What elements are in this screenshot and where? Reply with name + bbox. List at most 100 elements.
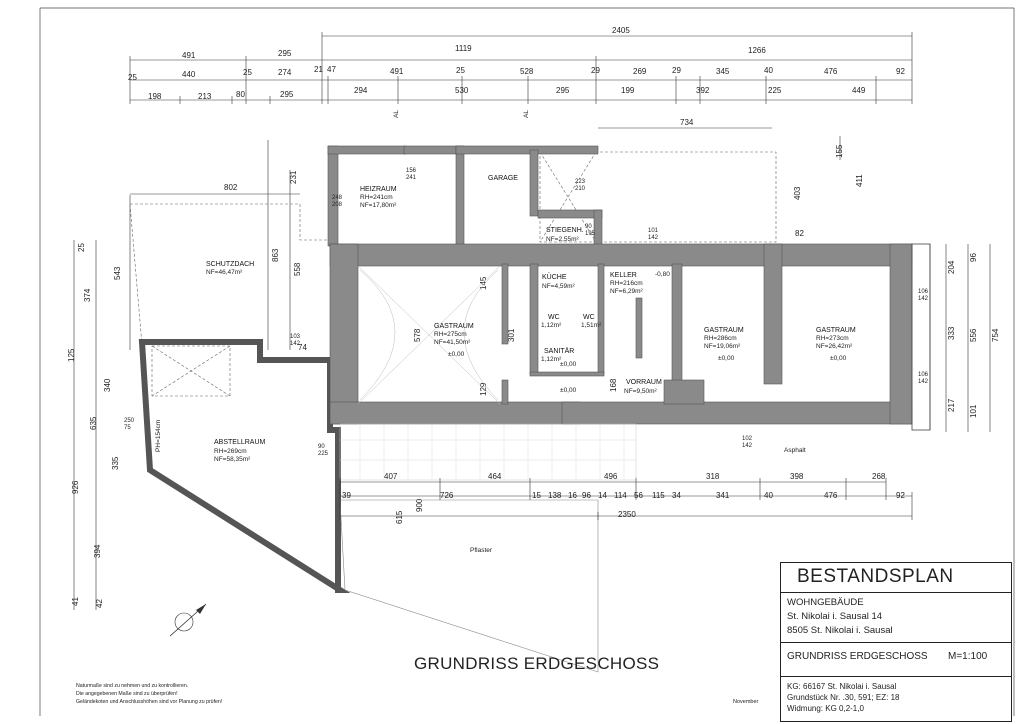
dim-476a: 476 [824, 67, 838, 76]
dim-125: 125 [67, 348, 76, 362]
dim-74: 74 [298, 343, 307, 352]
keller-level: -0,80 [655, 271, 670, 278]
dim-25b: 25 [243, 68, 252, 77]
dim-407: 407 [384, 472, 398, 481]
dim-115: 115 [652, 491, 665, 500]
dim-198: 198 [148, 92, 162, 101]
heizraum-rh: RH=241cm [360, 194, 393, 201]
terrace-area [339, 423, 637, 673]
gastraum1-name: GASTRAUM [434, 323, 474, 330]
dim-168: 168 [609, 378, 618, 392]
dim-14: 14 [598, 491, 607, 500]
abstellraum-rh: RH=269cm [214, 448, 247, 455]
dim-335: 335 [111, 456, 120, 470]
garage-overhang [539, 151, 777, 243]
title-block-meta: KG: 66167 St. Nikolai i. Sausal Grundstü… [781, 677, 1011, 714]
bottom-dimension-chains: 407 464 496 318 398 268 39 726 15 138 16… [339, 472, 913, 520]
dim-295a: 295 [278, 49, 292, 58]
dim-2350: 2350 [618, 510, 636, 519]
footer-month: November [733, 699, 759, 705]
dim-392: 392 [696, 86, 710, 95]
dim-496: 496 [604, 472, 618, 481]
building-type: WOHNGEBÄUDE [787, 597, 864, 608]
dim-268: 268 [872, 472, 886, 481]
dim-294: 294 [354, 86, 368, 95]
wc2-name: WC [583, 314, 595, 321]
vorraum-name: VORRAUM [626, 379, 662, 386]
gastraum-ceiling-lines [357, 265, 501, 405]
gastraum1-level: ±0,00 [448, 351, 465, 358]
north-arrow-icon [169, 603, 207, 637]
dim-449: 449 [852, 86, 866, 95]
dim-138: 138 [548, 491, 562, 500]
dim-528: 528 [520, 67, 534, 76]
dim-398: 398 [790, 472, 804, 481]
dim-578: 578 [413, 328, 422, 342]
dim-96b: 96 [582, 491, 591, 500]
dim-114: 114 [614, 491, 627, 500]
dim-318: 318 [706, 472, 720, 481]
gastraum3-rh: RH=273cm [816, 335, 849, 342]
dim-543: 543 [113, 266, 122, 280]
dim-213: 213 [198, 92, 212, 101]
dim-556: 556 [969, 328, 978, 342]
dim-900: 900 [415, 498, 424, 512]
dim-1266: 1266 [748, 46, 766, 55]
drawing-title: GRUNDRISS ERDGESCHOSS [414, 654, 660, 673]
schutzdach-area [129, 203, 330, 346]
gastraum2-level: ±0,00 [718, 355, 735, 362]
dim-25a: 25 [128, 73, 137, 82]
dim-92b: 92 [896, 491, 905, 500]
dim-926: 926 [71, 480, 80, 494]
schutzdach-name: SCHUTZDACH [206, 261, 254, 268]
schutzdach-nf: NF=46,47m² [206, 269, 243, 276]
keller-name: KELLER [610, 272, 637, 279]
gastraum1-nf: NF=41,50m² [434, 339, 471, 346]
house-walls [327, 145, 913, 425]
gastraum1-rh: RH=275cm [434, 331, 467, 338]
dim-199: 199 [621, 86, 635, 95]
address-line-1: St. Nikolai i. Sausal 14 [787, 611, 883, 622]
dim-491b: 491 [390, 67, 404, 76]
kueche-name: KÜCHE [542, 273, 567, 281]
dim-295b: 295 [280, 90, 294, 99]
dim-341: 341 [716, 491, 730, 500]
dim-558: 558 [293, 262, 302, 276]
right-balcony [911, 243, 931, 431]
kueche-nf: NF=4,59m² [542, 283, 576, 290]
dim-34: 34 [672, 491, 681, 500]
dim-204: 204 [947, 260, 956, 274]
dim-340: 340 [103, 378, 112, 392]
kitchen-level: ±0,00 [560, 361, 577, 368]
dim-403: 403 [793, 186, 802, 200]
dim-96: 96 [969, 253, 978, 262]
sanitaer-nf: 1,12m² [541, 356, 562, 363]
wc1-nf: 1,12m² [541, 322, 562, 329]
dim-231: 231 [289, 170, 298, 184]
sheet-scale: M=1:100 [948, 651, 988, 662]
widmung-line: Widmung: KG 0,2-1,0 [787, 704, 864, 713]
dim-491a: 491 [182, 51, 196, 60]
dim-295c: 295 [556, 86, 570, 95]
dim-345: 345 [716, 67, 730, 76]
sanitaer-name: SANITÄR [544, 347, 574, 355]
grundstueck-line: Grundstück Nr. .30, 591; EZ: 18 [787, 693, 900, 702]
dim-863: 863 [271, 248, 280, 262]
entry-level: ±0,00 [560, 387, 577, 394]
gastraum3-name: GASTRAUM [816, 327, 856, 334]
dim-40a: 40 [764, 66, 773, 75]
gastraum2-nf: NF=19,06m² [704, 343, 741, 350]
al-marker-1: AL [393, 110, 400, 118]
dim-1119: 1119 [455, 44, 472, 53]
dim-80: 80 [236, 90, 245, 99]
dim-25c: 25 [456, 66, 465, 75]
